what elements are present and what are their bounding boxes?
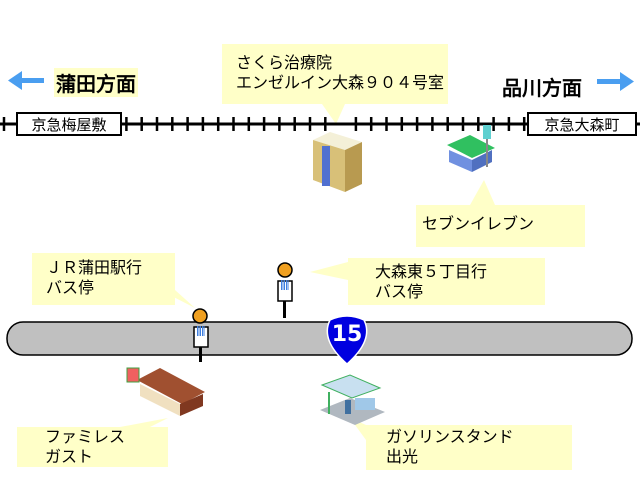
seven-name: セブンイレブン bbox=[422, 214, 535, 233]
restaurant-name: ガスト bbox=[45, 447, 94, 466]
route-shield-number: 15 bbox=[331, 322, 363, 347]
restaurant-icon bbox=[126, 367, 205, 416]
store-icon bbox=[447, 125, 495, 172]
clinic-callout: さくら治療院エンゼルイン大森９０４号室 bbox=[222, 44, 448, 104]
jr-bus-line1: ＪＲ蒲田駅行 bbox=[46, 258, 143, 277]
restaurant-callout: ファミレスガスト bbox=[17, 427, 168, 467]
clinic-callout-pointer bbox=[322, 104, 345, 124]
gas-type: ガソリンスタンド bbox=[386, 427, 514, 446]
jr-bus-callout: ＪＲ蒲田駅行バス停 bbox=[32, 253, 175, 305]
gas-callout: ガソリンスタンド出光 bbox=[366, 425, 572, 470]
station-left: 京急梅屋敷 bbox=[16, 112, 122, 136]
arrow-left-icon bbox=[8, 71, 44, 90]
clinic-address: エンゼルイン大森９０４号室 bbox=[236, 73, 445, 92]
gas-station-icon bbox=[320, 374, 385, 425]
restaurant-type: ファミレス bbox=[45, 427, 126, 446]
omori-bus-callout-pointer bbox=[310, 262, 348, 280]
direction-right-label: 品川方面 bbox=[502, 76, 582, 100]
route-shield-icon bbox=[326, 315, 368, 366]
seven-callout: セブンイレブン bbox=[416, 205, 585, 247]
road bbox=[6, 321, 633, 356]
omori-bus-callout: 大森東５丁目行バス停 bbox=[348, 258, 545, 305]
seven-callout-pointer bbox=[470, 180, 495, 205]
clinic-name: さくら治療院 bbox=[236, 53, 333, 72]
jr-bus-line2: バス停 bbox=[46, 278, 95, 297]
arrow-right-icon bbox=[597, 72, 634, 91]
station-right: 京急大森町 bbox=[527, 112, 637, 136]
bus-stop-icon bbox=[192, 308, 209, 362]
omori-bus-line2: バス停 bbox=[375, 282, 424, 301]
direction-left-label: 蒲田方面 bbox=[54, 68, 138, 97]
restaurant-callout-pointer bbox=[120, 418, 168, 427]
bus-stop-icon bbox=[277, 262, 293, 318]
building-icon bbox=[313, 132, 362, 192]
omori-bus-line1: 大森東５丁目行 bbox=[375, 262, 488, 281]
gas-name: 出光 bbox=[386, 447, 419, 466]
